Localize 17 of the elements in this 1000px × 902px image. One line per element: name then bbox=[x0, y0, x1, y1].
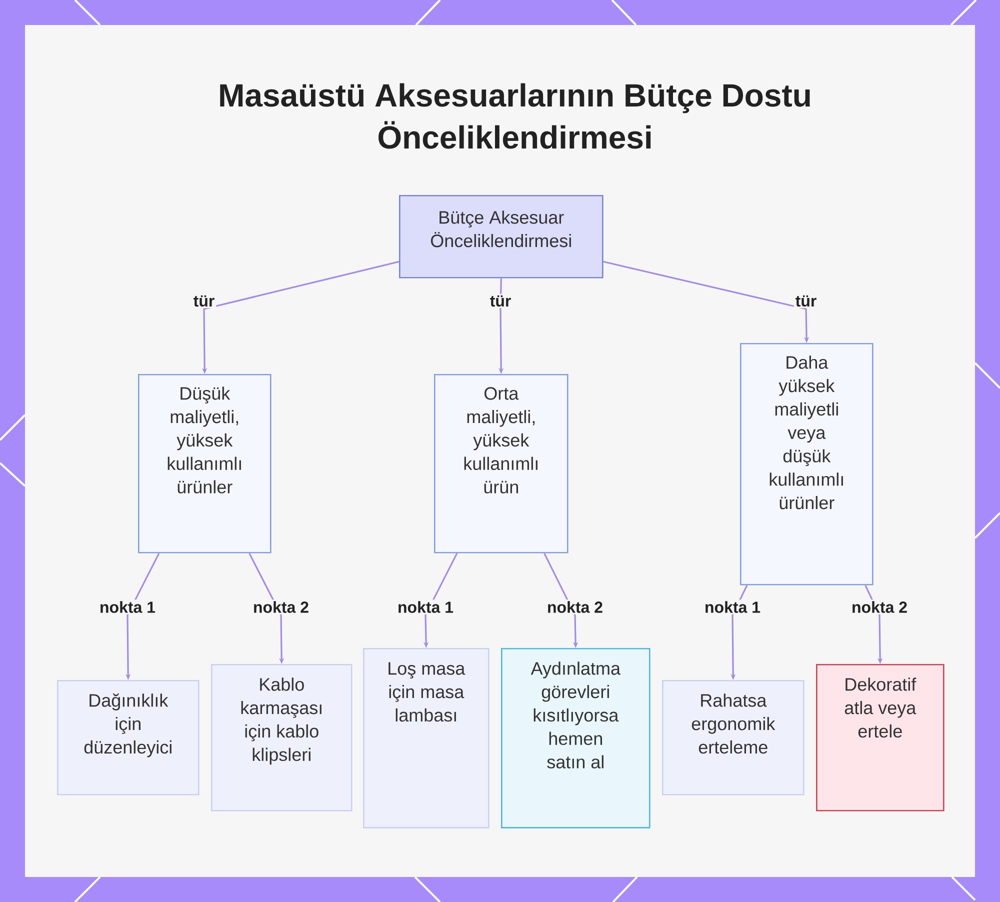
category-box: Orta maliyetli, yüksek kullanımlı ürün bbox=[434, 374, 568, 554]
item-box: Aydınlatma görevleri kısıtlıyorsa hemen satın al bbox=[501, 648, 650, 828]
root-box: Bütçe Aksesuar Önceliklendirmesi bbox=[399, 195, 604, 278]
edge-label: nokta 1 bbox=[98, 600, 157, 614]
item-box: Dağınıklık için düzenleyici bbox=[57, 680, 200, 796]
category-box: Daha yüksek maliyetli veya düşük kullanımlı ürünler bbox=[740, 343, 874, 586]
edge-label: nokta 1 bbox=[703, 600, 762, 614]
edge-label: nokta 2 bbox=[546, 600, 605, 614]
item-box: Kablo karmaşası için kablo klipsleri bbox=[211, 664, 352, 812]
item-box: Loş masa için masa lambası bbox=[363, 648, 490, 828]
edge-label: nokta 2 bbox=[850, 600, 910, 614]
category-box: Düşük maliyetli, yüksek kullanımlı ürünler bbox=[138, 374, 272, 554]
item-box: Dekoratif atla veya ertele bbox=[816, 664, 944, 812]
title: Masaüstü Aksesuarlarının Bütçe Dostu Önceliklendirmesi bbox=[220, 83, 810, 149]
item-box: Rahatsa ergonomik erteleme bbox=[662, 680, 804, 796]
edge-label: nokta 1 bbox=[396, 600, 456, 614]
edge-label: nokta 2 bbox=[252, 600, 311, 614]
